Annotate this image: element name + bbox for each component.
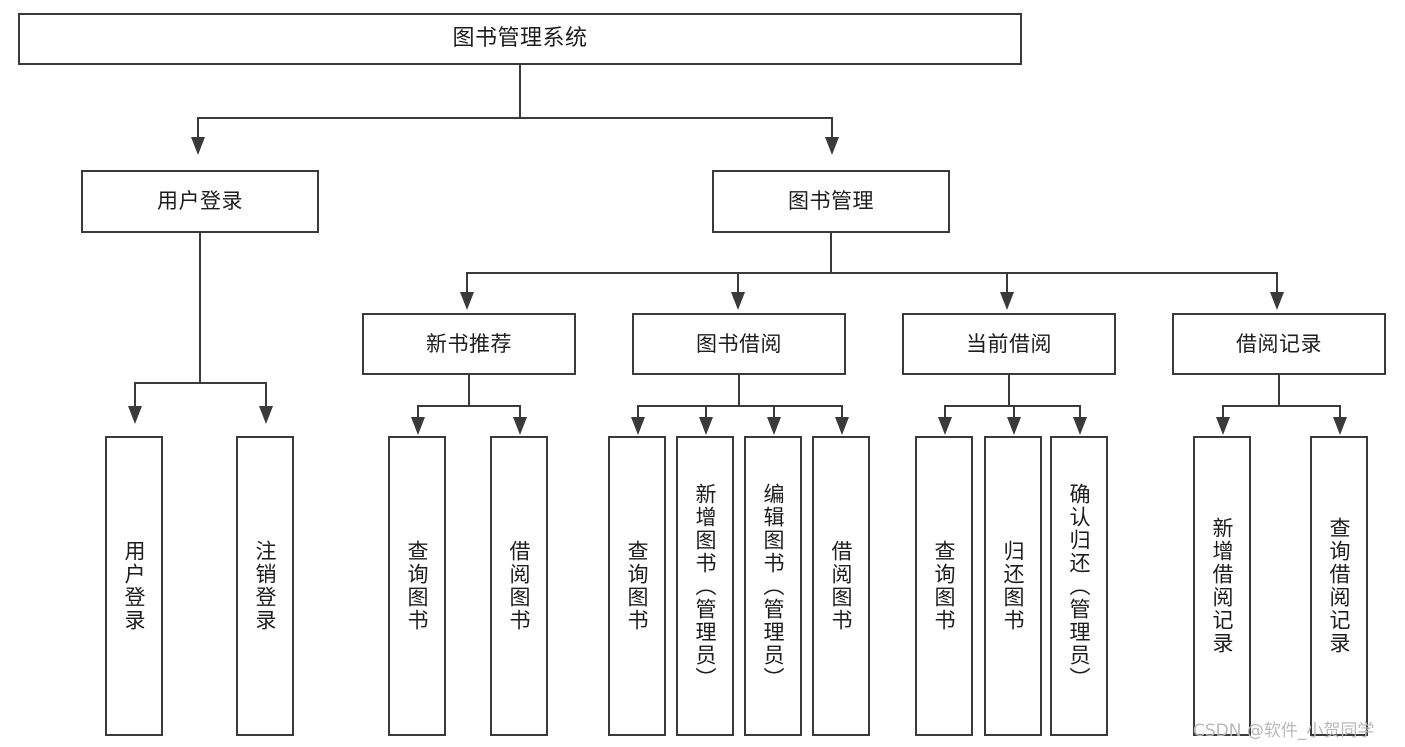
- connector-book-borrow-drop-4: [841, 405, 843, 419]
- arrowhead-user-login-2: [259, 406, 273, 424]
- connector-user-login-drop-2: [265, 382, 267, 408]
- connector-current-borrow-bus: [944, 405, 1081, 407]
- connector-root-stem: [519, 65, 521, 118]
- arrowhead-new-book-2: [513, 417, 527, 435]
- leaf-user-logout[interactable]: 注销登录: [236, 436, 294, 736]
- leaf-borrow-book[interactable]: 借阅图书: [812, 436, 870, 736]
- node-book-management[interactable]: 图书管理: [712, 170, 950, 233]
- arrowhead-book-borrow-2: [699, 417, 713, 435]
- connector-new-book-stem: [468, 375, 470, 406]
- arrowhead-borrow-record-2: [1333, 417, 1347, 435]
- arrowhead-book-borrow-1: [631, 417, 645, 435]
- connector-user-login-drop-1: [134, 382, 136, 408]
- node-label: 确认归还（管理员）: [1067, 482, 1092, 690]
- connector-borrow-record-drop-1: [1222, 405, 1224, 419]
- connector-current-borrow-stem: [1008, 375, 1010, 406]
- connector-new-book-drop-1: [417, 405, 419, 419]
- connector-user-login-bus: [134, 382, 266, 384]
- arrowhead-book-borrow-4: [835, 417, 849, 435]
- connector-level2-bus: [197, 117, 833, 119]
- node-label: 查询图书: [405, 540, 430, 632]
- connector-user-login-stem: [199, 233, 201, 383]
- node-user-login[interactable]: 用户登录: [81, 170, 319, 233]
- node-borrow-record[interactable]: 借阅记录: [1172, 313, 1386, 375]
- leaf-borrow-book-recommend[interactable]: 借阅图书: [490, 436, 548, 736]
- arrowhead-current-borrow-3: [1073, 417, 1087, 435]
- leaf-edit-book-admin[interactable]: 编辑图书（管理员）: [744, 436, 802, 736]
- arrowhead-borrow-record-1: [1216, 417, 1230, 435]
- node-root-system[interactable]: 图书管理系统: [18, 13, 1022, 65]
- connector-new-book-drop-2: [519, 405, 521, 419]
- connector-new-book-bus: [417, 405, 521, 407]
- leaf-query-book-current[interactable]: 查询图书: [915, 436, 973, 736]
- node-label: 借阅图书: [829, 540, 854, 632]
- leaf-add-book-admin[interactable]: 新增图书（管理员）: [676, 436, 734, 736]
- leaf-add-borrow-record[interactable]: 新增借阅记录: [1193, 436, 1251, 736]
- node-label: 图书管理系统: [452, 26, 588, 52]
- node-label: 当前借阅: [966, 331, 1052, 356]
- arrowhead-level3-3: [1000, 292, 1014, 310]
- connector-book-borrow-drop-1: [637, 405, 639, 419]
- arrowhead-user-login-1: [128, 406, 142, 424]
- connector-level2-drop-2: [831, 117, 833, 139]
- arrowhead-level2-1: [191, 137, 205, 155]
- arrowhead-level2-2: [825, 137, 839, 155]
- leaf-query-book-borrow[interactable]: 查询图书: [608, 436, 666, 736]
- connector-current-borrow-drop-2: [1013, 405, 1015, 419]
- node-label: 归还图书: [1001, 540, 1026, 632]
- leaf-confirm-return-admin[interactable]: 确认归还（管理员）: [1050, 436, 1108, 736]
- node-label: 新书推荐: [426, 331, 512, 356]
- node-label: 用户登录: [157, 189, 243, 214]
- connector-current-borrow-drop-3: [1079, 405, 1081, 419]
- arrowhead-level3-1: [460, 292, 474, 310]
- leaf-user-login[interactable]: 用户登录: [105, 436, 163, 736]
- leaf-query-borrow-record[interactable]: 查询借阅记录: [1310, 436, 1368, 736]
- arrowhead-current-borrow-1: [938, 417, 952, 435]
- node-label: 借阅记录: [1236, 331, 1322, 356]
- connector-level3-drop-4: [1276, 272, 1278, 294]
- connector-level3-drop-1: [466, 272, 468, 294]
- arrowhead-level3-4: [1270, 292, 1284, 310]
- node-current-borrow[interactable]: 当前借阅: [902, 313, 1116, 375]
- node-label: 编辑图书（管理员）: [761, 482, 786, 690]
- arrowhead-new-book-1: [411, 417, 425, 435]
- node-label: 查询借阅记录: [1327, 517, 1352, 655]
- connector-borrow-record-drop-2: [1339, 405, 1341, 419]
- node-label: 查询图书: [625, 540, 650, 632]
- connector-current-borrow-drop-1: [944, 405, 946, 419]
- node-label: 借阅图书: [507, 540, 532, 632]
- node-label: 查询图书: [932, 540, 957, 632]
- connector-book-borrow-bus: [637, 405, 843, 407]
- leaf-query-book-recommend[interactable]: 查询图书: [388, 436, 446, 736]
- node-label: 新增借阅记录: [1210, 517, 1235, 655]
- node-new-book-recommend[interactable]: 新书推荐: [362, 313, 576, 375]
- connector-level3-drop-3: [1006, 272, 1008, 294]
- connector-book-management-stem: [830, 233, 832, 273]
- connector-book-borrow-drop-3: [773, 405, 775, 419]
- connector-level3-drop-2: [737, 272, 739, 294]
- node-label: 图书管理: [788, 189, 874, 214]
- watermark-text: CSDN @软件_小贺同学: [1193, 721, 1375, 741]
- connector-book-borrow-stem: [738, 375, 740, 406]
- arrowhead-level3-2: [731, 292, 745, 310]
- connector-level3-bus: [466, 272, 1278, 274]
- node-label: 用户登录: [122, 540, 147, 632]
- leaf-return-book[interactable]: 归还图书: [984, 436, 1042, 736]
- node-label: 新增图书（管理员）: [693, 482, 718, 690]
- node-book-borrow[interactable]: 图书借阅: [632, 313, 846, 375]
- connector-level2-drop-1: [197, 117, 199, 139]
- connector-book-borrow-drop-2: [705, 405, 707, 419]
- node-label: 注销登录: [253, 540, 278, 632]
- arrowhead-current-borrow-2: [1007, 417, 1021, 435]
- arrowhead-book-borrow-3: [767, 417, 781, 435]
- node-label: 图书借阅: [696, 331, 782, 356]
- connector-borrow-record-bus: [1222, 405, 1341, 407]
- connector-borrow-record-stem: [1278, 375, 1280, 406]
